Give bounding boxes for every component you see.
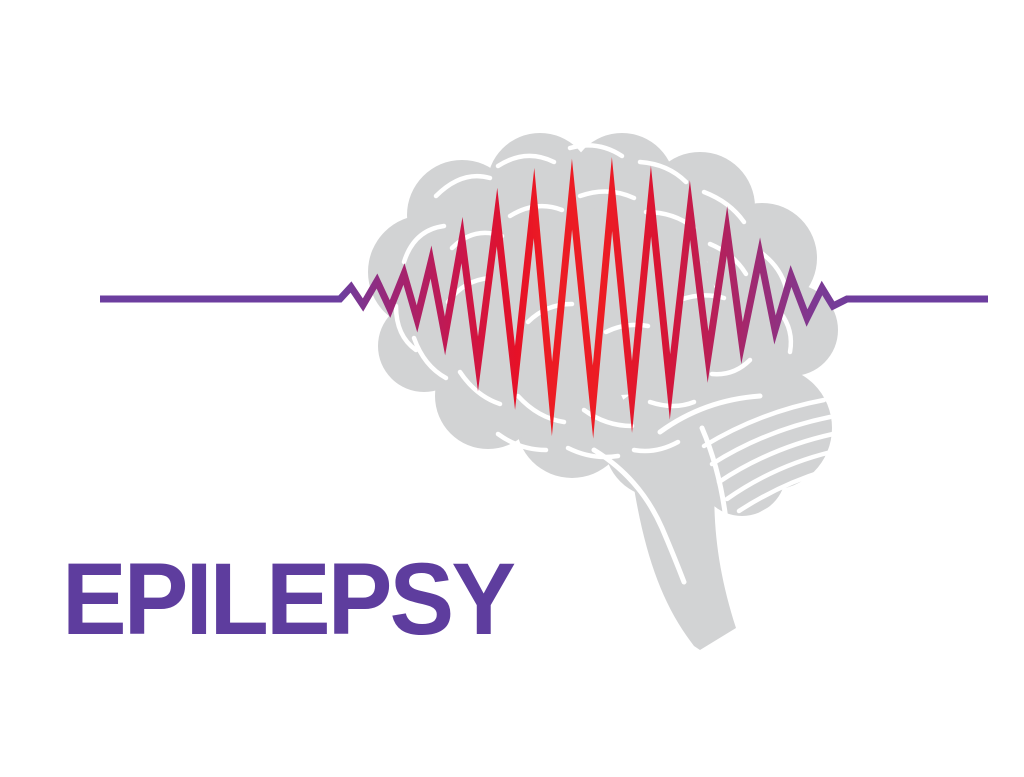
stem-separation-lines xyxy=(591,393,763,585)
brain-stem xyxy=(630,462,736,650)
eeg-waveform xyxy=(100,156,988,439)
title-text: EPILEPSY xyxy=(62,542,516,656)
cerebellum-striations xyxy=(701,397,836,522)
